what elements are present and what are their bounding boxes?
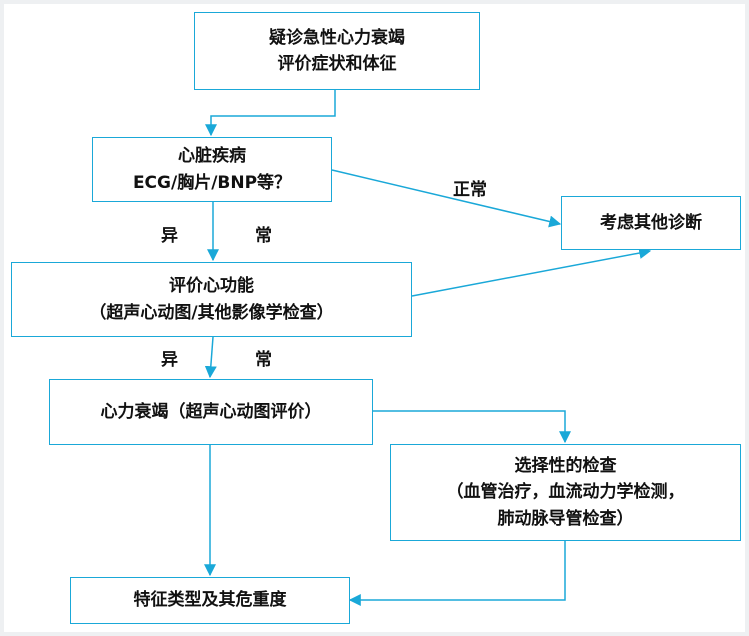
node-cardiac-function-line1: 评价心功能: [169, 276, 254, 297]
label-abnormal-2a: 异: [161, 350, 178, 370]
node-cardiac-function-line2: （超声心动图/其他影像学检查）: [89, 302, 334, 323]
node-other-diagnosis: 考虑其他诊断: [561, 196, 741, 250]
node-selective-tests: 选择性的检查 （血管治疗，血流动力学检测， 肺动脉导管检查）: [390, 444, 741, 541]
node-heart-failure-line1: 心力衰竭（超声心动图评价）: [100, 401, 322, 422]
node-selective-tests-line2: （血管治疗，血流动力学检测，: [446, 482, 685, 503]
arrow-n2-to-n3: [331, 169, 562, 228]
label-abnormal-2b: 常: [255, 350, 272, 370]
node-suspected-ahf: 疑诊急性心力衰竭 评价症状和体征: [194, 12, 480, 90]
label-normal: 正常: [453, 180, 487, 200]
label-abnormal-1b: 常: [255, 226, 272, 246]
node-heart-disease-line2: ECG/胸片/BNP等？: [132, 172, 292, 193]
arrow-n6-to-n7: [348, 541, 566, 606]
node-heart-disease-line1: 心脏疾病: [178, 146, 246, 167]
node-selective-tests-line3: 肺动脉导管检查）: [497, 508, 634, 529]
connector-layer: [204, 90, 652, 606]
label-abnormal-1a: 异: [161, 226, 178, 246]
node-suspected-ahf-line1: 疑诊急性心力衰竭: [269, 27, 405, 48]
node-cardiac-function: 评价心功能 （超声心动图/其他影像学检查）: [11, 262, 412, 337]
node-type-severity-line1: 特征类型及其危重度: [133, 590, 287, 611]
node-selective-tests-line1: 选择性的检查: [514, 455, 617, 476]
node-suspected-ahf-line2: 评价症状和体征: [277, 54, 397, 74]
flowchart-canvas: 疑诊急性心力衰竭 评价症状和体征 心脏疾病 ECG/胸片/BNP等？ 考虑其他诊…: [4, 4, 745, 632]
node-heart-disease: 心脏疾病 ECG/胸片/BNP等？: [92, 137, 332, 202]
arrow-n5-to-n6: [373, 410, 571, 444]
node-other-diagnosis-line1: 考虑其他诊断: [600, 212, 702, 233]
node-type-severity: 特征类型及其危重度: [70, 577, 350, 624]
node-heart-failure: 心力衰竭（超声心动图评价）: [49, 379, 373, 445]
arrow-n4-to-n3: [411, 247, 652, 297]
arrow-n4-to-n5: [204, 336, 217, 379]
arrow-n1-to-n2: [205, 90, 336, 137]
